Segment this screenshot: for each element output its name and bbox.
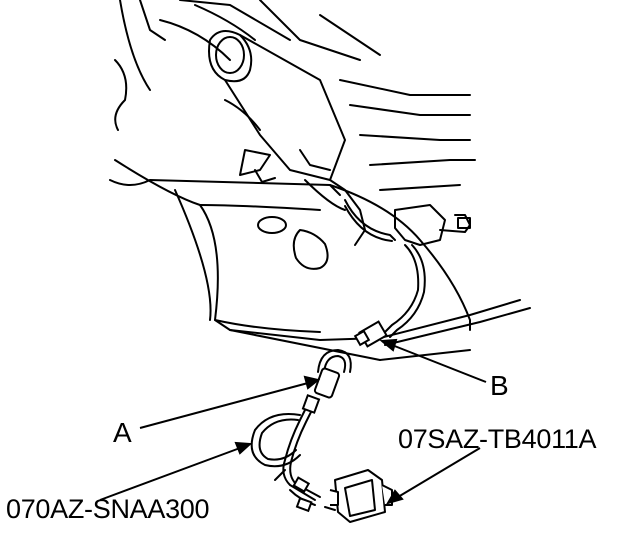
part-number-harness-label: 070AZ-SNAA300 bbox=[6, 494, 210, 524]
leader-part1-arrowhead bbox=[236, 443, 250, 453]
leader-part1 bbox=[100, 448, 240, 500]
damper-assembly bbox=[209, 31, 365, 245]
leader-part2-arrowhead bbox=[388, 491, 402, 503]
wire-to-b bbox=[345, 200, 470, 337]
body-panel bbox=[110, 160, 530, 360]
part-number-module-label: 07SAZ-TB4011A bbox=[398, 424, 597, 454]
callout-label-b: B bbox=[490, 370, 509, 401]
leader-lines bbox=[100, 340, 486, 503]
callout-label-a: A bbox=[113, 417, 132, 448]
control-module-icon bbox=[330, 470, 392, 522]
leader-part2 bbox=[398, 448, 480, 497]
upper-frame bbox=[115, 0, 475, 190]
connector-a-icon bbox=[294, 368, 340, 511]
harness-coil-icon bbox=[252, 350, 351, 510]
leader-b bbox=[392, 345, 486, 382]
connector-b-icon bbox=[355, 322, 386, 347]
leader-b-arrowhead bbox=[382, 340, 396, 350]
leader-a-arrowhead bbox=[305, 377, 318, 388]
leader-a bbox=[140, 383, 308, 428]
